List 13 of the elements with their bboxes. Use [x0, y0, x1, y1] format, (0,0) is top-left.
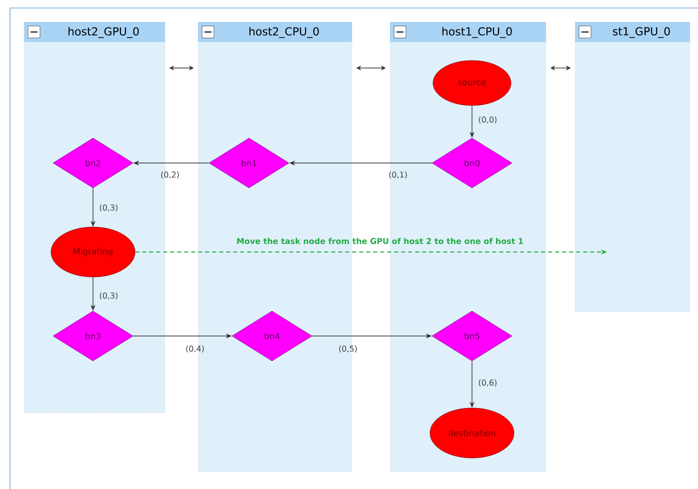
edge-label: (0,3)	[100, 204, 118, 212]
edge-label: (0,4)	[186, 345, 204, 353]
edge-label: (0,3)	[100, 292, 118, 300]
ellipse-node: Migrating	[50, 226, 136, 278]
edge-label: (0,2)	[161, 171, 179, 179]
ellipse-node: source	[432, 60, 512, 106]
edge-label: (0,5)	[339, 345, 357, 353]
edge-label: Move the task node from the GPU of host 2 to the one of host 1	[237, 238, 523, 244]
edge-label: (0,1)	[389, 171, 407, 179]
ellipse-node: destination	[430, 408, 514, 458]
edge-label: (0,0)	[478, 116, 496, 124]
edge-label: (0,6)	[478, 379, 496, 387]
lane: st1_GPU_0	[574, 22, 690, 312]
